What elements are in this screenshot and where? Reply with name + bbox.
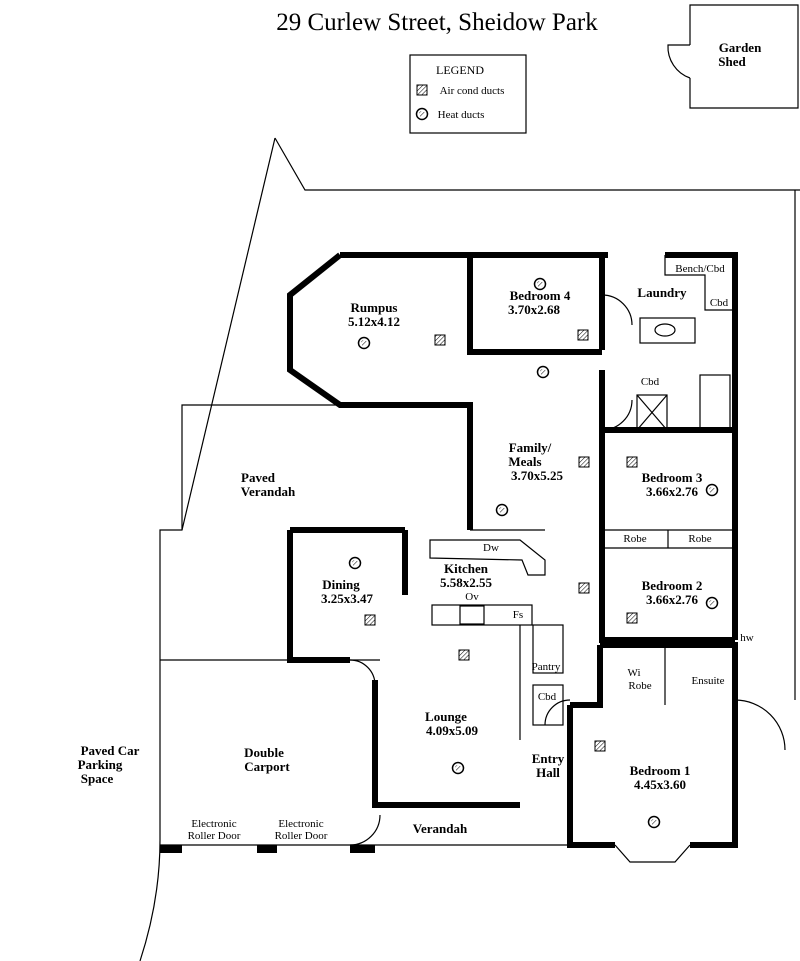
air-cond-duct-icon xyxy=(434,334,446,346)
heat-duct-icon xyxy=(705,483,719,497)
air-cond-duct-icon xyxy=(578,582,590,594)
verandah-label: Verandah xyxy=(413,821,468,836)
entry-label: Entry xyxy=(532,751,565,766)
robe-label: Robe xyxy=(623,533,646,545)
plan-title: 29 Curlew Street, Sheidow Park xyxy=(276,9,598,36)
air-cond-duct-icon xyxy=(578,456,590,468)
rumpus-size: 5.12x4.12 xyxy=(348,314,400,329)
dishwasher-label: Dw xyxy=(483,542,499,554)
air-cond-duct-icon xyxy=(626,456,638,468)
heat-duct-icon xyxy=(495,503,509,517)
roller-door-label: Electronic xyxy=(278,818,323,830)
air-cond-duct-icon xyxy=(364,614,376,626)
kitchen-label: Kitchen xyxy=(444,561,489,576)
cbd-label: Cbd xyxy=(538,691,557,703)
fridge-space-label: Fs xyxy=(513,609,523,621)
carport-posts xyxy=(160,845,375,853)
carport-label: Double xyxy=(244,745,284,760)
cbd-label: Cbd xyxy=(641,376,660,388)
air-cond-duct-icon xyxy=(577,329,589,341)
air-cond-duct-icon xyxy=(458,649,470,661)
roller-door-label: Roller Door xyxy=(188,830,241,842)
hall-label: Hall xyxy=(536,765,560,780)
bedroom1-size: 4.45x3.60 xyxy=(634,777,686,792)
bedroom4-size: 3.70x2.68 xyxy=(508,302,561,317)
garden-shed: Garden Shed xyxy=(667,4,799,109)
laundry-label: Laundry xyxy=(637,285,687,300)
heat-duct-icon xyxy=(415,107,429,121)
bedroom3-label: Bedroom 3 xyxy=(642,470,703,485)
parking-label: Paved Car xyxy=(81,743,140,758)
roller-door-label: Roller Door xyxy=(275,830,328,842)
room-labels: Rumpus 5.12x4.12 Bedroom 4 3.70x2.68 Lau… xyxy=(78,263,754,842)
heat-duct-icon xyxy=(357,336,371,350)
paved-verandah-label: Paved xyxy=(241,470,276,485)
legend: LEGEND Air cond ducts Heat ducts xyxy=(409,54,527,134)
rumpus-label: Rumpus xyxy=(351,300,398,315)
svg-text:Garden: Garden xyxy=(719,40,762,55)
legend-air-cond: Air cond ducts xyxy=(440,85,505,97)
bedroom1-label: Bedroom 1 xyxy=(630,763,691,778)
meals-label: Meals xyxy=(508,454,541,469)
air-cond-duct-icon xyxy=(626,612,638,624)
wi-robe-label: Wi xyxy=(628,667,641,679)
kitchen-size: 5.58x2.55 xyxy=(440,575,493,590)
ensuite-label: Ensuite xyxy=(692,675,725,687)
bedroom2-label: Bedroom 2 xyxy=(642,578,703,593)
wi-robe-label: Robe xyxy=(628,680,651,692)
bench-cbd-label: Bench/Cbd xyxy=(675,263,725,275)
lounge-label: Lounge xyxy=(425,709,467,724)
dining-label: Dining xyxy=(322,577,360,592)
paved-verandah-label: Verandah xyxy=(241,484,296,499)
legend-heading: LEGEND xyxy=(436,63,484,77)
family-size: 3.70x5.25 xyxy=(511,468,564,483)
heat-duct-icon xyxy=(705,596,719,610)
svg-text:Shed: Shed xyxy=(718,54,746,69)
parking-label: Parking xyxy=(78,757,123,772)
air-cond-duct-icon xyxy=(594,740,606,752)
robe-label: Robe xyxy=(688,533,711,545)
walls xyxy=(287,252,738,863)
family-label: Family/ xyxy=(509,440,552,455)
parking-label: Space xyxy=(81,771,114,786)
heat-duct-icon xyxy=(536,365,550,379)
oven-label: Ov xyxy=(465,591,479,603)
cbd-label: Cbd xyxy=(710,297,729,309)
dining-size: 3.25x3.47 xyxy=(321,591,374,606)
carport-label: Carport xyxy=(244,759,290,774)
bedroom4-label: Bedroom 4 xyxy=(510,288,571,303)
legend-heat: Heat ducts xyxy=(438,109,485,121)
hw-label: hw xyxy=(740,632,754,644)
pantry-label: Pantry xyxy=(532,661,561,673)
bedroom3-size: 3.66x2.76 xyxy=(646,484,699,499)
roller-door-label: Electronic xyxy=(191,818,236,830)
lounge-size: 4.09x5.09 xyxy=(426,723,479,738)
heat-duct-icon xyxy=(451,761,465,775)
heat-duct-icon xyxy=(348,556,362,570)
heat-duct-icon xyxy=(647,815,661,829)
air-cond-duct-icon xyxy=(416,84,428,96)
bedroom2-size: 3.66x2.76 xyxy=(646,592,699,607)
